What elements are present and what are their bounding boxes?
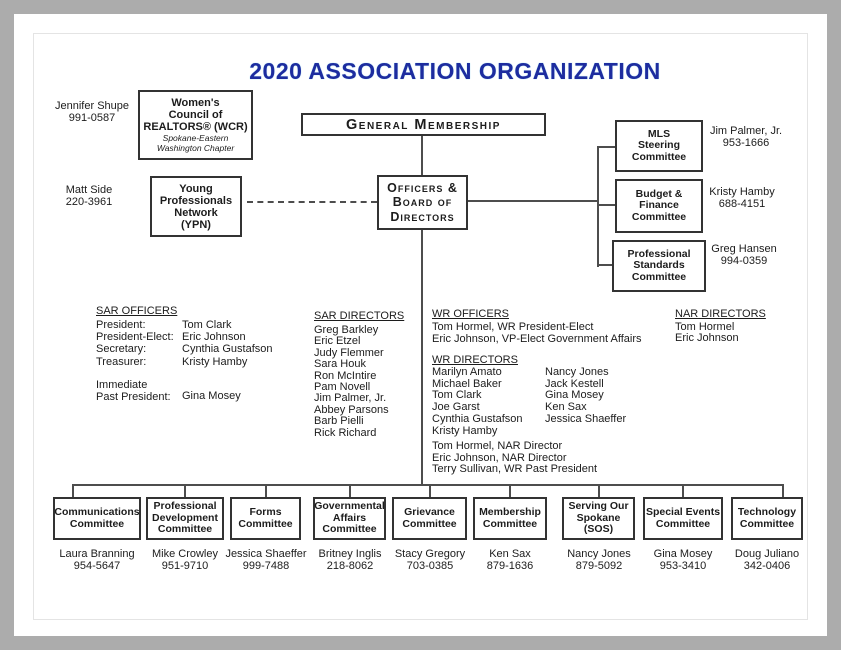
connector-gm-to-officers bbox=[421, 133, 423, 176]
contact-name: Doug Juliano bbox=[734, 548, 800, 560]
connector-stub-mls bbox=[597, 146, 615, 148]
contact-phone: 218-8062 bbox=[326, 560, 374, 572]
connector-drop-4 bbox=[349, 484, 351, 498]
grievance-contact: Stacy Gregory 703-0385 bbox=[375, 548, 485, 572]
standards-contact-name: Greg Hansen bbox=[711, 243, 777, 255]
contact-phone: 342-0406 bbox=[743, 560, 791, 572]
contact-name: Gina Mosey bbox=[653, 548, 713, 560]
professional-standards-contact: Greg Hansen 994-0359 bbox=[694, 243, 794, 267]
connector-right-bracket bbox=[597, 146, 599, 267]
sar-officers-labels: President:President-Elect:Secretary:Trea… bbox=[96, 319, 174, 404]
forms-contact: Jessica Shaeffer 999-7488 bbox=[211, 548, 321, 572]
connector-drop-7 bbox=[598, 484, 600, 498]
general-membership-label: General Membership bbox=[346, 116, 501, 133]
ypn-contact-phone: 220-3961 bbox=[65, 196, 113, 208]
serving-our-spokane-contact: Nancy Jones 879-5092 bbox=[544, 548, 654, 572]
connector-drop-8 bbox=[682, 484, 684, 498]
mls-steering-contact: Jim Palmer, Jr. 953-1666 bbox=[696, 125, 796, 149]
connector-drop-3 bbox=[265, 484, 267, 498]
connector-stub-standards bbox=[597, 264, 615, 266]
page-title: 2020 ASSOCIATION ORGANIZATION bbox=[249, 58, 661, 84]
contact-phone: 951-9710 bbox=[161, 560, 209, 572]
connector-ypn-dashed bbox=[247, 201, 377, 203]
contact-name: Ken Sax bbox=[489, 548, 531, 560]
technology-contact: Doug Juliano 342-0406 bbox=[712, 548, 822, 572]
special-events-contact: Gina Mosey 953-3410 bbox=[628, 548, 738, 572]
connector-drop-1 bbox=[72, 484, 74, 498]
contact-phone: 953-3410 bbox=[659, 560, 707, 572]
wr-directors-heading: WR DIRECTORS bbox=[432, 354, 518, 366]
contact-phone: 954-5647 bbox=[73, 560, 121, 572]
contact-phone: 999-7488 bbox=[242, 560, 290, 572]
wcr-contact-name: Jennifer Shupe bbox=[55, 100, 129, 112]
membership-contact: Ken Sax 879-1636 bbox=[455, 548, 565, 572]
connector-officers-to-bottom bbox=[421, 230, 423, 486]
connector-bottom-distribution bbox=[72, 484, 784, 486]
communications-contact: Laura Branning 954-5647 bbox=[42, 548, 152, 572]
standards-contact-phone: 994-0359 bbox=[720, 255, 768, 267]
budget-contact-phone: 688-4151 bbox=[718, 198, 766, 210]
wcr-contact: Jennifer Shupe 991-0587 bbox=[42, 100, 142, 124]
contact-name: Laura Branning bbox=[59, 548, 135, 560]
nar-directors-heading: NAR DIRECTORS bbox=[675, 308, 766, 320]
connector-drop-9 bbox=[782, 484, 784, 498]
wr-officers-heading: WR OFFICERS bbox=[432, 308, 509, 320]
mls-contact-name: Jim Palmer, Jr. bbox=[709, 125, 783, 137]
sar-officers-heading: SAR OFFICERS bbox=[96, 305, 178, 317]
governmental-affairs-contact: Britney Inglis 218-8062 bbox=[295, 548, 405, 572]
mls-contact-phone: 953-1666 bbox=[722, 137, 770, 149]
connector-drop-5 bbox=[429, 484, 431, 498]
connector-stub-budget bbox=[597, 204, 615, 206]
general-membership-box: General Membership bbox=[301, 113, 546, 136]
wcr-contact-phone: 991-0587 bbox=[68, 112, 116, 124]
ypn-contact-name: Matt Side bbox=[65, 184, 113, 196]
connector-drop-6 bbox=[509, 484, 511, 498]
budget-contact-name: Kristy Hamby bbox=[709, 186, 775, 198]
contact-phone: 879-1636 bbox=[486, 560, 534, 572]
budget-finance-contact: Kristy Hamby 688-4151 bbox=[692, 186, 792, 210]
connector-officers-to-bracket bbox=[468, 200, 599, 202]
contact-name: Jessica Shaeffer bbox=[225, 548, 307, 560]
contact-name: Britney Inglis bbox=[318, 548, 382, 560]
contact-phone: 703-0385 bbox=[406, 560, 454, 572]
sar-directors-heading: SAR DIRECTORS bbox=[314, 310, 405, 322]
connector-drop-2 bbox=[184, 484, 186, 498]
contact-name: Nancy Jones bbox=[567, 548, 631, 560]
contact-phone: 879-5092 bbox=[575, 560, 623, 572]
contact-name: Mike Crowley bbox=[151, 548, 218, 560]
ypn-contact: Matt Side 220-3961 bbox=[39, 184, 139, 208]
contact-name: Stacy Gregory bbox=[394, 548, 466, 560]
professional-development-contact: Mike Crowley 951-9710 bbox=[130, 548, 240, 572]
